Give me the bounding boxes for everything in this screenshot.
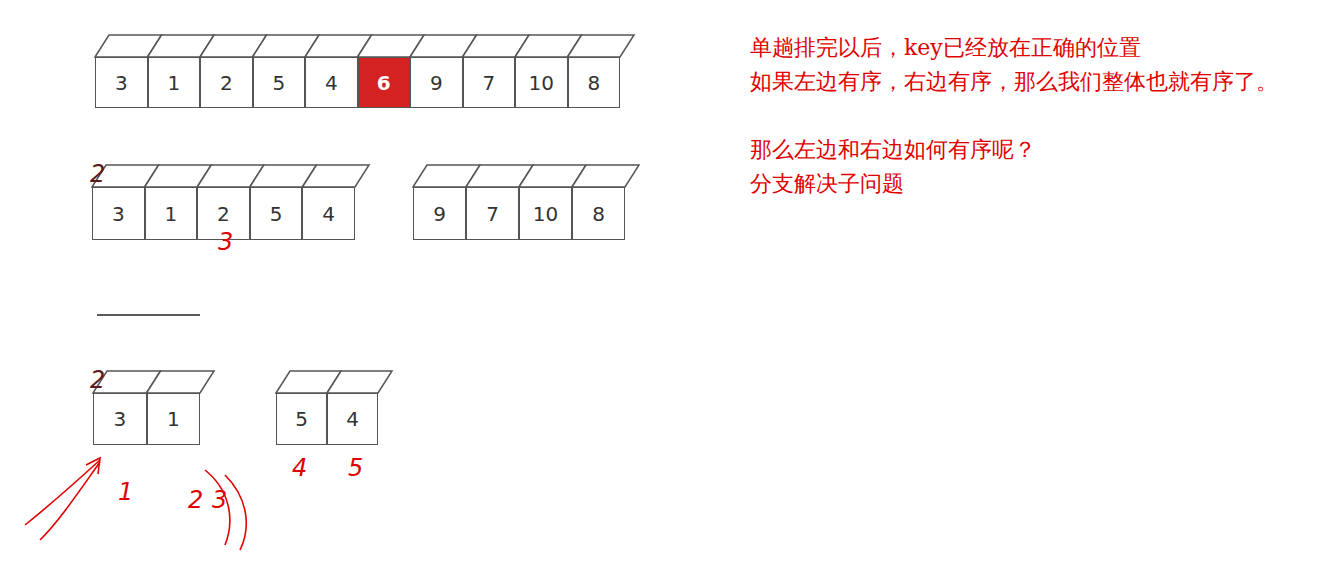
cell-top — [568, 35, 635, 57]
array-cell: 2 — [200, 57, 253, 108]
cell-value: 4 — [322, 202, 335, 226]
cell-value: 7 — [482, 71, 495, 95]
cell-value: 4 — [325, 71, 338, 95]
handwritten-number: 2 — [90, 160, 105, 188]
handwritten-number: 3 — [218, 228, 233, 256]
scribble-arrow — [25, 458, 246, 550]
array-cell: 1 — [145, 187, 198, 240]
cell-value: 10 — [533, 202, 558, 226]
cell-top — [327, 371, 392, 393]
array-cell: 8 — [568, 57, 621, 108]
cell-value: 3 — [113, 407, 126, 431]
array-cell: 3 — [93, 393, 147, 445]
note-text: 分支解决子问题 — [750, 167, 1290, 201]
cell-value: 8 — [592, 202, 605, 226]
cell-value: 5 — [295, 407, 308, 431]
handwritten-number: 2 — [90, 366, 105, 394]
divider-line — [97, 314, 200, 316]
note-text: 如果左边有序，右边有序，那么我们整体也就有序了。 — [750, 65, 1290, 99]
cell-value: 8 — [587, 71, 600, 95]
cell-value: 2 — [217, 202, 230, 226]
cell-value: 9 — [433, 202, 446, 226]
cell-value: 1 — [167, 71, 180, 95]
cell-top — [147, 371, 215, 393]
cell-value: 10 — [529, 71, 554, 95]
cell-value: 1 — [165, 202, 178, 226]
cell-value: 7 — [486, 202, 499, 226]
array-cell: 7 — [463, 57, 516, 108]
note-text: 单趟排完以后，key已经放在正确的位置 — [750, 31, 1290, 65]
array-cell: 5 — [253, 57, 306, 108]
array-cell: 10 — [515, 57, 568, 108]
handwritten-number: 4 — [292, 454, 307, 482]
array-cell: 5 — [250, 187, 303, 240]
cell-value: 5 — [272, 71, 285, 95]
array-cell: 4 — [302, 187, 355, 240]
array-cell: 8 — [572, 187, 625, 240]
array-cell: 9 — [413, 187, 466, 240]
array-cell: 3 — [92, 187, 145, 240]
cell-value: 1 — [167, 407, 180, 431]
array-cell: 1 — [148, 57, 201, 108]
note-text: 那么左边和右边如何有序呢？ — [750, 133, 1290, 167]
array-cell: 1 — [147, 393, 201, 445]
array-cell: 4 — [327, 393, 378, 445]
array-cell: 4 — [305, 57, 358, 108]
handwritten-number: 5 — [348, 454, 363, 482]
cell-value: 5 — [270, 202, 283, 226]
array-cell: 6 — [358, 57, 411, 108]
handwritten-number: 3 — [212, 486, 227, 514]
cell-value: 3 — [112, 202, 125, 226]
cell-value: 9 — [430, 71, 443, 95]
handwritten-number: 1 — [118, 478, 133, 506]
handwritten-number: 2 — [188, 486, 203, 514]
cell-value: 4 — [346, 407, 359, 431]
array-cell: 5 — [276, 393, 327, 445]
cell-value: 2 — [220, 71, 233, 95]
cell-value: 3 — [115, 71, 128, 95]
array-cell: 10 — [519, 187, 572, 240]
array-cell: 7 — [466, 187, 519, 240]
array-cell: 9 — [410, 57, 463, 108]
cell-top — [302, 165, 369, 187]
cell-value: 6 — [377, 71, 391, 95]
cell-top — [572, 165, 639, 187]
array-cell: 3 — [95, 57, 148, 108]
